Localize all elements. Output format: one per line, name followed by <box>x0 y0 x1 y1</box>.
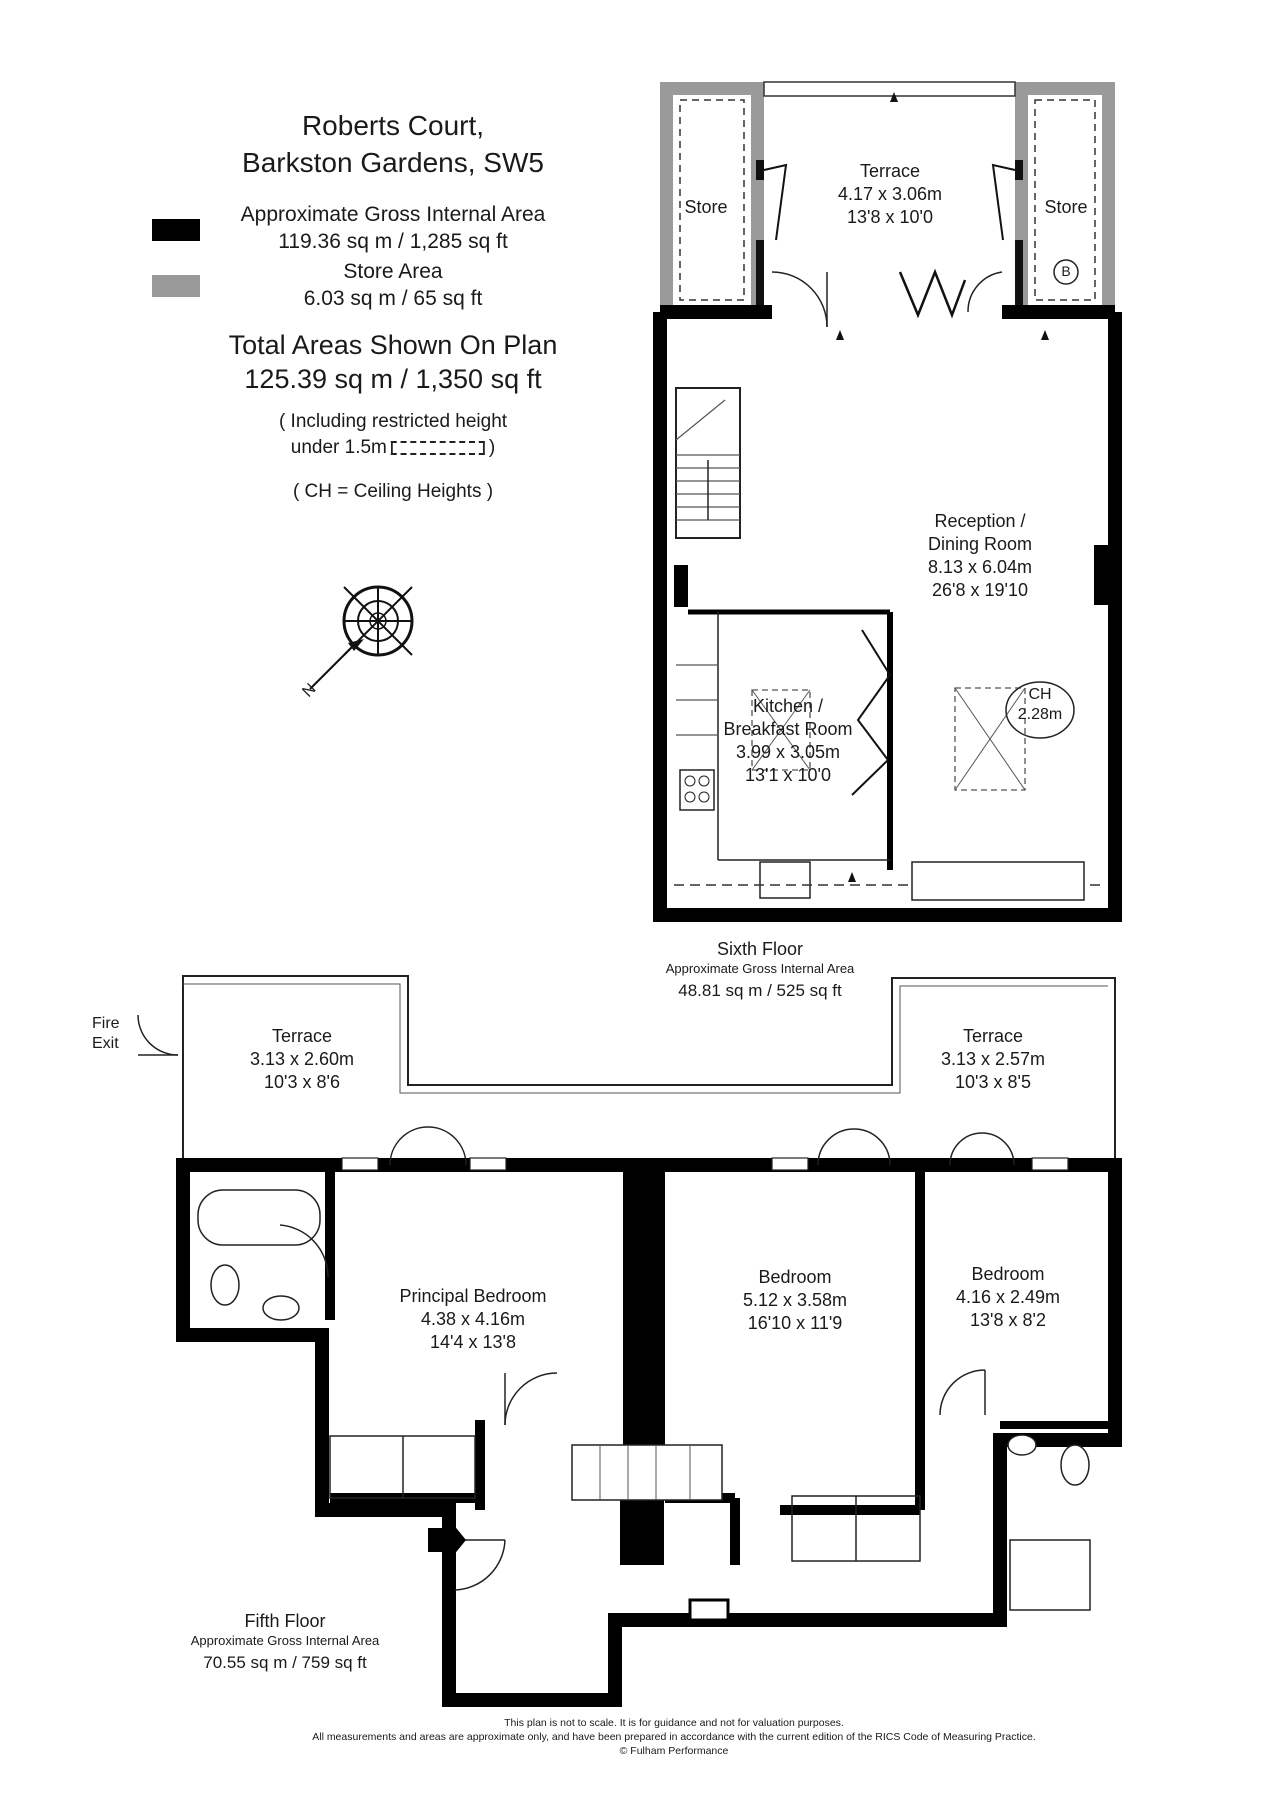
restricted-note-prefix: under 1.5m <box>290 437 387 458</box>
reception-imperial: 26'8 x 19'10 <box>932 580 1028 600</box>
fifth-floor-area-value: 70.55 sq m / 759 sq ft <box>203 1653 367 1672</box>
restricted-note-line2: under 1.5m) <box>291 435 495 461</box>
total-value: 125.39 sq m / 1,350 sq ft <box>244 364 542 394</box>
sixth-floor-plan <box>653 81 1122 922</box>
sixth-floor-area-value: 48.81 sq m / 525 sq ft <box>678 981 842 1000</box>
store-left-label: Store <box>684 197 728 217</box>
ceiling-height-marker <box>1005 681 1075 739</box>
store-left-interior <box>673 95 751 305</box>
terrace-top-metric: 4.17 x 3.06m <box>837 184 943 204</box>
bedroom3-imperial: 13'8 x 8'2 <box>970 1310 1046 1330</box>
store-label: Store Area <box>343 260 443 283</box>
fire-exit-line2: Exit <box>92 1035 119 1052</box>
restricted-dash-icon <box>390 440 485 455</box>
terrace-top-imperial: 13'8 x 10'0 <box>847 207 933 227</box>
terrace-left-name: Terrace <box>271 1026 333 1046</box>
terrace-right-name: Terrace <box>962 1026 1024 1046</box>
terrace-right-metric: 3.13 x 2.57m <box>940 1049 1046 1069</box>
reception-name1: Reception / <box>934 511 1026 531</box>
gia-swatch <box>152 219 200 241</box>
kitchen-name2: Breakfast Room <box>723 719 853 739</box>
ceiling-height-label: CH <box>1028 686 1052 703</box>
fifth-floor-plan <box>137 975 1122 1707</box>
disclaimer-line3: © Fulham Performance <box>619 1745 729 1757</box>
bedroom2-imperial: 16'10 x 11'9 <box>747 1313 843 1333</box>
store-swatch <box>152 275 200 297</box>
bedroom2-metric: 5.12 x 3.58m <box>742 1290 848 1310</box>
disclaimer-line2: All measurements and areas are approxima… <box>312 1731 1036 1743</box>
page-title-line1: Roberts Court, <box>301 110 485 141</box>
store-right-label: Store <box>1044 197 1088 217</box>
gia-label: Approximate Gross Internal Area <box>240 203 546 226</box>
fifth-floor-area-label: Approximate Gross Internal Area <box>190 1633 380 1648</box>
terrace-left-imperial: 10'3 x 8'6 <box>264 1072 340 1092</box>
ceiling-height-note: ( CH = Ceiling Heights ) <box>292 481 494 502</box>
ceiling-height-value: 2.28m <box>1017 706 1063 723</box>
bedroom3-name: Bedroom <box>971 1264 1045 1284</box>
fifth-floor-title: Fifth Floor <box>244 1611 326 1631</box>
bedroom2-name: Bedroom <box>758 1267 832 1287</box>
terrace-right-imperial: 10'3 x 8'5 <box>955 1072 1031 1092</box>
boiler-icon <box>1053 259 1079 285</box>
compass-icon <box>309 585 414 690</box>
fire-exit-line1: Fire <box>92 1015 120 1032</box>
sixth-floor-title: Sixth Floor <box>716 939 804 959</box>
total-label: Total Areas Shown On Plan <box>228 330 558 360</box>
principal-bedroom-name: Principal Bedroom <box>399 1286 547 1306</box>
restricted-note-suffix: ) <box>488 437 496 458</box>
terrace-top-name: Terrace <box>859 161 921 181</box>
kitchen-metric: 3.99 x 3.05m <box>735 742 841 762</box>
bedroom3-metric: 4.16 x 2.49m <box>955 1287 1061 1307</box>
kitchen-imperial: 13'1 x 10'0 <box>745 765 831 785</box>
sixth-floor-area-label: Approximate Gross Internal Area <box>665 961 855 976</box>
kitchen-name1: Kitchen / <box>752 696 824 716</box>
principal-bedroom-metric: 4.38 x 4.16m <box>420 1309 526 1329</box>
disclaimer-line1: This plan is not to scale. It is for gui… <box>504 1717 844 1729</box>
restricted-note-line1: ( Including restricted height <box>278 411 508 432</box>
principal-bedroom-imperial: 14'4 x 13'8 <box>430 1332 516 1352</box>
terrace-left-metric: 3.13 x 2.60m <box>249 1049 355 1069</box>
store-value: 6.03 sq m / 65 sq ft <box>303 287 483 310</box>
boiler-label: B <box>1061 263 1071 279</box>
entrance-arrow-icon <box>428 1518 466 1562</box>
gia-value: 119.36 sq m / 1,285 sq ft <box>278 230 508 253</box>
reception-metric: 8.13 x 6.04m <box>927 557 1033 577</box>
page-title-line2: Barkston Gardens, SW5 <box>242 147 544 178</box>
reception-name2: Dining Room <box>927 534 1033 554</box>
